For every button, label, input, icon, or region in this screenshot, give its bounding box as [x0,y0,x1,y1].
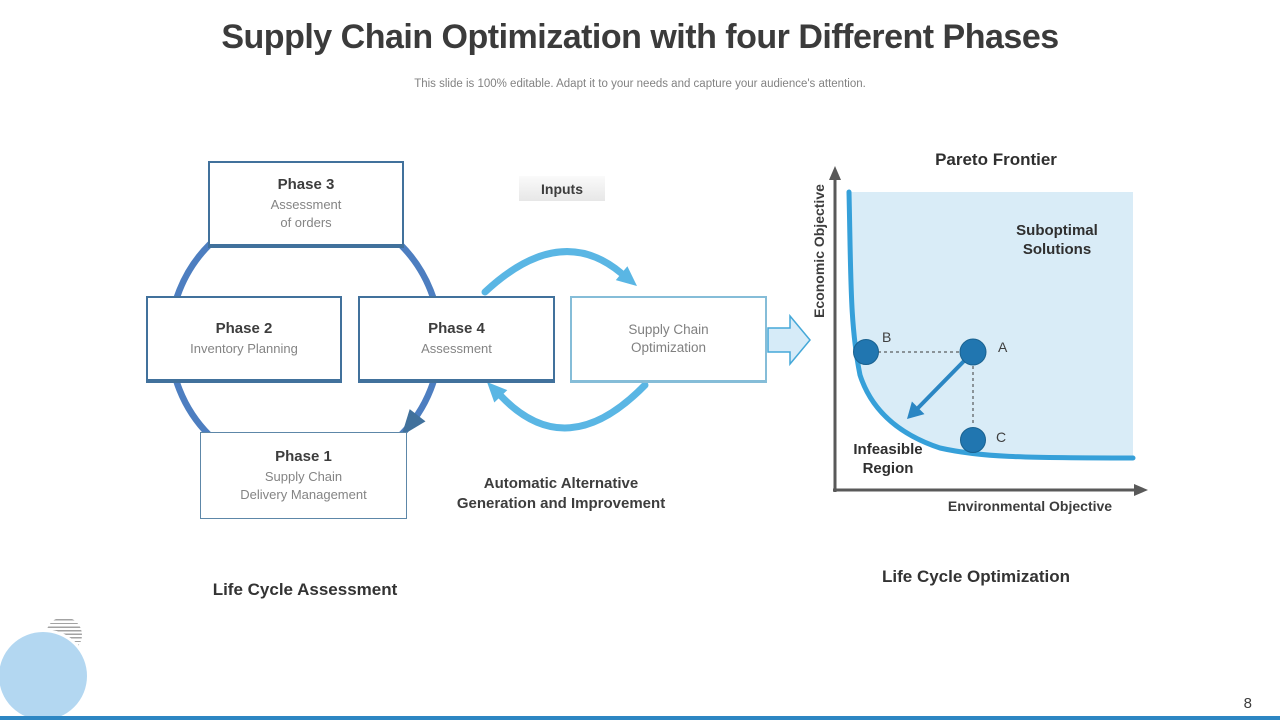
suboptimal-line2: Solutions [1022,240,1092,258]
pareto-chart-title: Pareto Frontier [935,150,1057,169]
block-arrow-right-icon [767,313,811,367]
phase1-box: Phase 1 Supply Chain Delivery Management [200,432,407,519]
phase1-desc-line2: Delivery Management [240,486,367,502]
supply-chain-optimization-box: Supply Chain Optimization [570,296,767,383]
point-b-label: B [882,329,892,345]
page-title: Supply Chain Optimization with four Diff… [221,18,1059,56]
suboptimal-line1: Suboptimal [1016,222,1098,239]
suboptimal-region-shape [849,192,1133,458]
cycle-arrow-top-icon [481,248,625,296]
infeasible-line1: Infeasible [853,441,923,458]
phase4-desc-line1: Assessment [421,340,492,356]
point-c-marker [960,427,986,453]
cycle-caption-line1: Automatic Alternative [483,475,639,492]
infeasible-line2: Region [862,459,914,477]
cycle-arrows [475,230,655,450]
x-axis-label: Environmental Objective [947,498,1113,514]
bottom-accent-bar [0,716,1280,720]
phase2-title: Phase 2 [215,319,273,337]
suboptimal-solutions-label: Suboptimal Solutions [997,222,1117,260]
cycle-caption: Automatic Alternative Generation and Imp… [430,474,692,513]
point-c-label: C [996,429,1007,445]
point-a-label: A [998,339,1008,355]
point-b-marker [853,339,879,365]
phase4-box: Phase 4 Assessment [358,296,555,383]
phase1-desc-line1: Supply Chain [264,468,343,484]
sco-line2: Optimization [630,340,707,355]
phase3-title: Phase 3 [277,175,335,193]
y-axis-arrow-icon [829,166,841,180]
phase2-desc-line1: Inventory Planning [190,340,298,356]
y-axis-label: Economic Objective [811,184,827,318]
inputs-label: Inputs [519,176,605,201]
cycle-arrow-top-head-icon [615,266,637,286]
improvement-arrow-line [916,358,967,410]
block-arrow [767,313,812,367]
improvement-arrow-head-icon [907,401,925,419]
phase4-title: Phase 4 [428,319,485,337]
ring-arrowhead-icon [401,409,426,436]
cycle-caption-line2: Generation and Improvement [456,494,666,512]
phase1-title: Phase 1 [275,447,332,465]
page-number: 8 [1243,695,1252,712]
phase2-box: Phase 2 Inventory Planning [146,296,342,383]
point-a-marker [959,338,987,366]
x-axis-arrow-icon [1134,484,1148,496]
page-subtitle: This slide is 100% editable. Adapt it to… [414,78,866,90]
pareto-plot [810,150,1160,520]
phase3-box: Phase 3 Assessment of orders [208,161,404,248]
phase3-desc-line2: of orders [280,214,332,230]
pareto-frontier-curve [846,189,1136,461]
infeasible-region-label: Infeasible Region [838,441,938,479]
cycle-arrow-bottom-head-icon [487,382,508,403]
blue-circle-decoration-icon [0,629,90,720]
life-cycle-assessment-caption: Life Cycle Assessment [212,580,398,599]
phase3-desc-line1: Assessment [270,196,342,212]
sco-line1: Supply Chain [628,321,709,337]
cycle-arrow-bottom-icon [497,381,649,432]
life-cycle-optimization-caption: Life Cycle Optimization [882,567,1070,586]
